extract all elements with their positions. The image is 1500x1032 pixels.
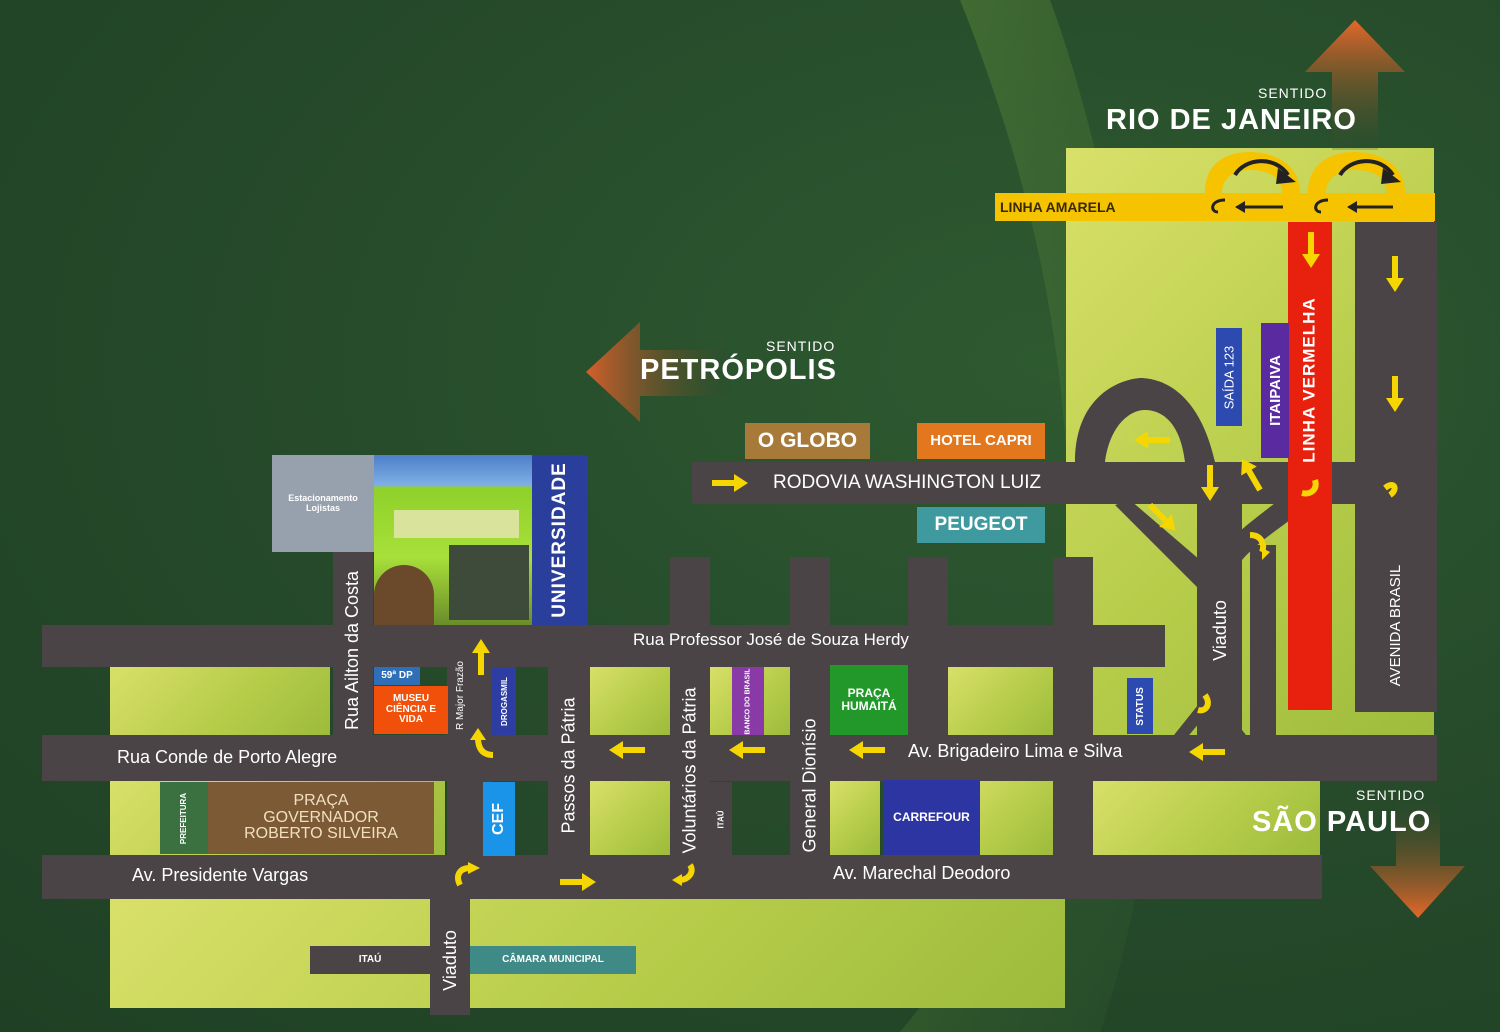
arrow-ramp-se xyxy=(1143,498,1182,537)
arrow-conde-4 xyxy=(1189,743,1225,761)
label-sao-paulo: SÃO PAULO xyxy=(1252,806,1432,838)
block-c1 xyxy=(590,665,670,735)
arrow-presidente-1 xyxy=(560,873,596,891)
arrow-conde-1 xyxy=(609,741,645,759)
label-sentido-rio: SENTIDO xyxy=(1258,85,1328,101)
label-av-marechal: Av. Marechal Deodoro xyxy=(833,863,1011,883)
label-av-presidente: Av. Presidente Vargas xyxy=(132,865,309,885)
label-rodovia: RODOVIA WASHINGTON LUIZ xyxy=(773,472,1042,493)
arrow-avbrasil-1 xyxy=(1386,256,1404,292)
place-59-dp: 59ª DP xyxy=(374,667,420,685)
block-d1 xyxy=(590,780,670,855)
arrow-avbrasil-2 xyxy=(1386,376,1404,412)
place-saida-123: SAÍDA 123 xyxy=(1216,328,1242,426)
arrow-rodovia-east xyxy=(712,474,748,492)
place-peugeot: PEUGEOT xyxy=(917,507,1045,543)
label-petropolis: PETRÓPOLIS xyxy=(640,354,837,386)
label-rua-conde: Rua Conde de Porto Alegre xyxy=(117,747,338,767)
label-sentido-sao-paulo: SENTIDO xyxy=(1356,787,1426,803)
building-windows xyxy=(394,510,519,538)
road-ramp-east xyxy=(1250,545,1276,740)
label-rio-de-janeiro: RIO DE JANEIRO xyxy=(1106,104,1357,136)
block-d2 xyxy=(830,780,880,855)
place-carrefour: CARREFOUR xyxy=(883,780,980,855)
place-praca-governador: PRAÇA GOVERNADOR ROBERTO SILVEIRA xyxy=(208,782,434,854)
block-d4 xyxy=(1090,780,1320,855)
place-cef: CEF xyxy=(483,782,515,856)
road-passos xyxy=(548,652,590,862)
place-drogasmil: DROGASMIL xyxy=(492,667,516,735)
place-itaipaiva: ITAIPAIVA xyxy=(1261,323,1289,458)
road-voluntarios xyxy=(670,557,710,862)
building-entrance xyxy=(449,545,529,620)
road-c4-street xyxy=(908,557,948,737)
place-prefeitura: PREFEITURA xyxy=(160,782,208,854)
label-sentido-petropolis: SENTIDO xyxy=(766,338,836,354)
arrow-conde-2 xyxy=(729,741,765,759)
road-av-brasil xyxy=(1355,222,1437,712)
arrow-rodovia-west xyxy=(1134,431,1170,449)
block-c4 xyxy=(948,665,1053,735)
road-linha-vermelha xyxy=(1288,222,1332,710)
label-linha-amarela: LINHA AMARELA xyxy=(1000,199,1116,215)
label-av-brigadeiro: Av. Brigadeiro Lima e Silva xyxy=(908,741,1123,761)
place-status: STATUS xyxy=(1127,678,1153,734)
place-itau-bottom: ITAÚ xyxy=(310,946,430,974)
arrow-viaduto-down xyxy=(1201,465,1219,501)
place-itau-mid: ITAÚ xyxy=(710,782,732,856)
place-universidade: UNIVERSIDADE xyxy=(532,455,588,625)
road-rua-professor xyxy=(42,625,1165,667)
arrow-conde-3 xyxy=(849,741,885,759)
place-estacionamento: Estacionamento Lojistas xyxy=(272,455,374,552)
place-camara: CÂMARA MUNICIPAL xyxy=(470,946,636,974)
place-museu: MUSEU CIÊNCIA E VIDA xyxy=(374,686,448,734)
arrow-ramp-ne xyxy=(1234,454,1268,495)
arrow-major-up xyxy=(472,639,490,675)
label-rua-professor: Rua Professor José de Souza Herdy xyxy=(633,630,909,649)
block-sw-1 xyxy=(110,665,330,735)
place-hotel-capri: HOTEL CAPRI xyxy=(917,423,1045,459)
road-viaduto-south xyxy=(430,870,470,1015)
place-praca-humaita: PRAÇA HUMAITÁ xyxy=(830,665,908,735)
road-c5-street xyxy=(1053,557,1093,862)
building-trees xyxy=(374,565,434,625)
arrow-vermelha-down xyxy=(1302,232,1320,268)
place-banco-brasil: BANCO DO BRASIL xyxy=(732,667,764,735)
road-rua-ailton xyxy=(333,552,373,747)
place-o-globo: O GLOBO xyxy=(745,423,870,459)
road-general xyxy=(790,557,830,862)
university-photo xyxy=(374,455,532,625)
